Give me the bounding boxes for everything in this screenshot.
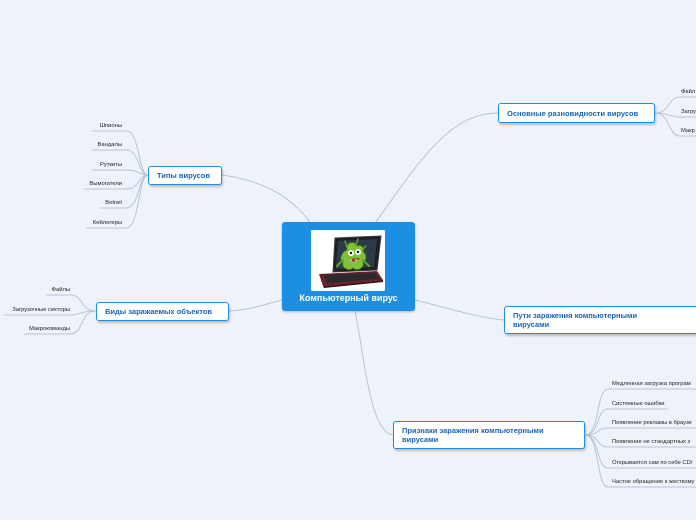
link-paths (414, 299, 505, 321)
link-leaf-types (92, 130, 149, 176)
branch-main-kinds[interactable]: Основные разновидности вирусов (498, 103, 655, 123)
leaf-main-kinds-macro[interactable]: Макр (681, 128, 695, 134)
branch-signs-label-line1: Признаки заражения компьютерными (402, 426, 544, 435)
leaf-objects-files[interactable]: Файлы (51, 287, 70, 293)
leaf-objects-macros[interactable]: Макрокоманды (29, 326, 70, 332)
leaf-types-ransomware[interactable]: Вымогатели (89, 181, 122, 187)
leaf-signs-disk-access[interactable]: Частое обращение к жесткому (612, 479, 695, 485)
leaf-types-vandals[interactable]: Вандалы (97, 142, 122, 148)
leaf-types-spies[interactable]: Шпионы (99, 123, 122, 129)
leaf-objects-boot-sectors[interactable]: Загрузочные секторы (12, 307, 70, 313)
leaf-signs-nonstandard[interactable]: Появление не стандартных з (612, 439, 691, 445)
leaf-signs-slow-load[interactable]: Медленная загрузка програм (612, 381, 691, 387)
link-objects (228, 299, 283, 312)
leaf-types-botnet[interactable]: Botnet (105, 200, 122, 206)
central-node[interactable]: Компьютерный вирус (282, 222, 415, 311)
leaf-signs-browser-ads[interactable]: Появление рекламы в браузе (612, 420, 692, 426)
link-main-kinds (375, 112, 499, 223)
branch-objects-label: Виды заражаемых объектов (105, 307, 212, 316)
central-title: Компьютерный вирус (299, 293, 398, 303)
leaf-types-rootkits[interactable]: Руткиты (99, 162, 122, 168)
branch-types[interactable]: Типы вирусов (148, 166, 222, 185)
branch-paths[interactable]: Пути заражения компьютерными вирусами (504, 306, 696, 334)
laptop-icon (311, 230, 385, 291)
leaf-main-kinds-boot[interactable]: Загру (681, 109, 696, 115)
branch-paths-label-line1: Пути заражения компьютерными (513, 311, 638, 320)
branch-types-label: Типы вирусов (157, 171, 210, 180)
branch-signs-label-line2: вирусами (402, 435, 439, 444)
branch-main-kinds-label: Основные разновидности вирусов (507, 108, 639, 118)
link-types (221, 174, 311, 223)
branch-signs[interactable]: Признаки заражения компьютерными вирусам… (393, 421, 585, 449)
leaf-types-keyloggers[interactable]: Кейлогеры (92, 220, 122, 226)
leaf-main-kinds-file[interactable]: Файл (681, 89, 696, 95)
leaf-signs-cd-opens[interactable]: Открывается сам по себе CD/ (612, 460, 693, 466)
laptop-virus-monster-image (311, 230, 385, 291)
monster-icon (340, 242, 367, 270)
branch-paths-label-line2: вирусами (513, 320, 550, 329)
leaf-signs-system-errors[interactable]: Системные ошибки (612, 401, 665, 407)
link-signs (354, 310, 394, 436)
branch-objects[interactable]: Виды заражаемых объектов (96, 302, 229, 321)
